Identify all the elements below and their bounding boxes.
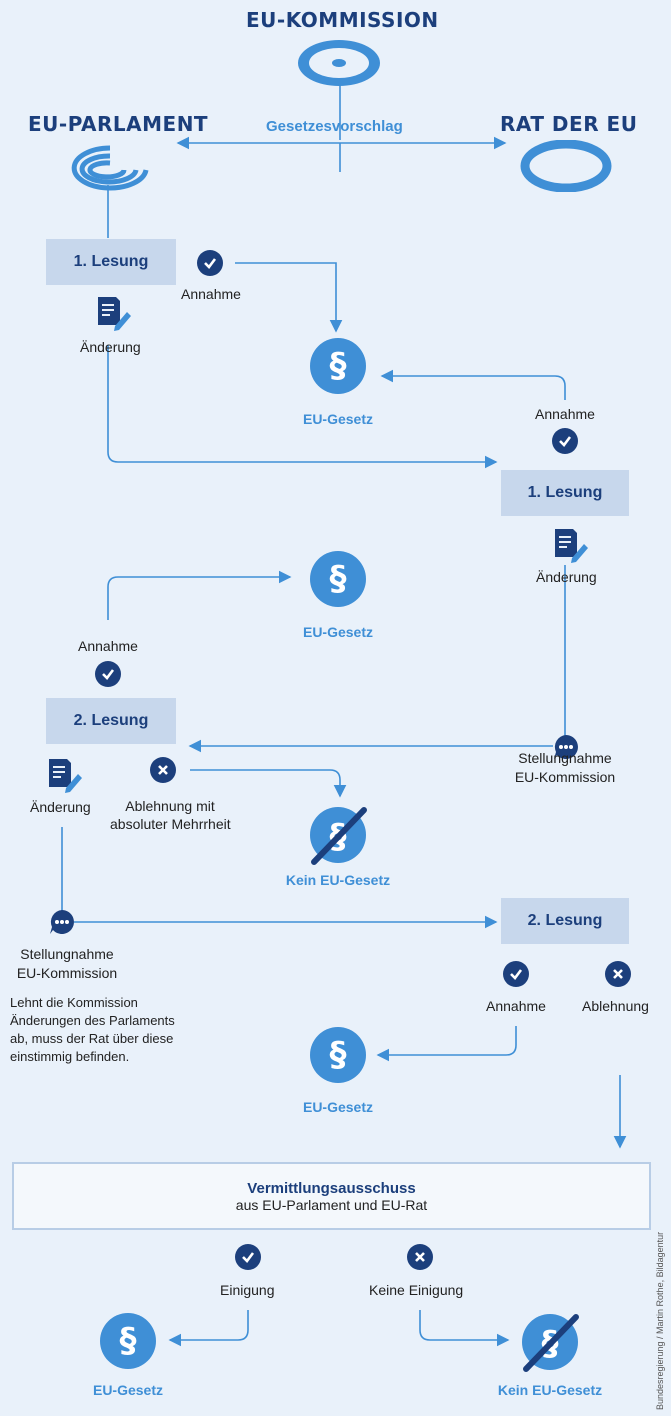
proposal-label: Gesetzesvorschlag (266, 118, 403, 135)
aenderung-label-2: Änderung (30, 799, 91, 815)
kein-eu-gesetz-2: Kein EU-Gesetz (497, 1382, 603, 1398)
commission-icon (298, 40, 380, 86)
x-circle-icon (605, 961, 631, 987)
parliament-first-reading: 1. Lesung (46, 239, 176, 285)
image-credit: Bundesregierung / Martin Rothe, Bildagen… (655, 1231, 665, 1410)
ablehnung-label: Ablehnung (582, 998, 649, 1014)
council-second-reading: 2. Lesung (501, 898, 629, 944)
aenderung-label-1: Änderung (80, 339, 141, 355)
paragraph-crossed-icon: § (310, 807, 367, 865)
speech-bubble-icon (554, 735, 578, 759)
check-circle-icon (503, 961, 529, 987)
check-circle-icon (197, 250, 223, 276)
keine-einigung-label: Keine Einigung (369, 1282, 464, 1298)
ablehnung-absolute: Ablehnung mit absoluter Mehrrheit (110, 798, 231, 832)
kein-eu-gesetz-1: Kein EU-Gesetz (285, 872, 391, 888)
parliament-heading: EU-PARLAMENT (28, 112, 209, 136)
vermittlung-subtitle: aus EU-Parlament und EU-Rat (235, 1196, 428, 1213)
paragraph-icon: § (310, 338, 366, 394)
check-circle-icon (235, 1244, 261, 1270)
council-first-reading: 1. Lesung (501, 470, 629, 516)
aenderung-label-council-1: Änderung (536, 569, 597, 585)
check-circle-icon (552, 428, 578, 454)
annahme-label-council-1: Annahme (535, 406, 595, 422)
annahme-label-2: Annahme (78, 638, 138, 654)
annahme-label-1: Annahme (181, 286, 241, 302)
x-circle-icon (407, 1244, 433, 1270)
eu-gesetz-2: EU-Gesetz (302, 624, 374, 640)
stellungnahme-1: Stellungnahme EU-Kommission (514, 750, 616, 785)
parliament-icon (71, 145, 149, 191)
paragraph-icon: § (310, 551, 366, 607)
commission-note: Lehnt die Kommission Änderungen des Parl… (10, 995, 175, 1064)
vermittlungsausschuss-box: Vermittlungsausschuss aus EU-Parlament u… (12, 1162, 651, 1230)
paragraph-icon: § (100, 1313, 156, 1369)
paragraph-icon: § (310, 1027, 366, 1083)
eu-gesetz-1: EU-Gesetz (302, 411, 374, 427)
parliament-second-reading: 2. Lesung (46, 698, 176, 744)
document-edit-icon (555, 529, 588, 563)
paragraph-crossed-icon: § (522, 1314, 579, 1372)
annahme-label-council-2: Annahme (486, 998, 546, 1014)
check-circle-icon (95, 661, 121, 687)
council-heading: RAT DER EU (500, 112, 638, 136)
einigung-label: Einigung (220, 1282, 275, 1298)
eu-gesetz-3: EU-Gesetz (302, 1099, 374, 1115)
commission-heading: EU-KOMMISSION (246, 8, 439, 32)
x-circle-icon (150, 757, 176, 783)
eu-gesetz-4: EU-Gesetz (92, 1382, 164, 1398)
council-icon (520, 140, 612, 192)
document-edit-icon (98, 297, 131, 331)
speech-bubble-icon (50, 910, 74, 934)
document-edit-icon (49, 759, 82, 793)
stellungnahme-2: Stellungnahme EU-Kommission (16, 946, 118, 981)
vermittlung-title: Vermittlungsausschuss (247, 1179, 416, 1197)
